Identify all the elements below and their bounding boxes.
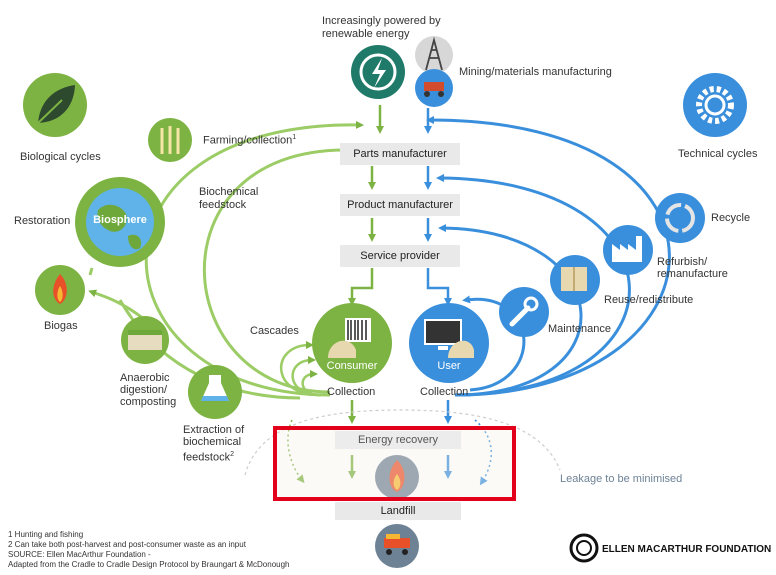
- anaerobic-line3: composting: [120, 396, 177, 408]
- user-label: User: [437, 360, 461, 372]
- fire-icon: [375, 455, 419, 499]
- leaf-icon: [23, 73, 87, 137]
- service-provider-box: Service provider: [340, 245, 460, 267]
- biosphere-label: Biosphere: [93, 214, 147, 226]
- flask-icon: [188, 365, 242, 419]
- footnote-1: 1 Hunting and fishing: [8, 530, 84, 539]
- technical-cycles-label: Technical cycles: [678, 148, 758, 160]
- footnote-adapted: Adapted from the Cradle to Cradle Design…: [8, 560, 290, 569]
- compost-icon: [121, 316, 169, 364]
- renewable-energy-icon: [351, 45, 405, 99]
- cascades-label: Cascades: [250, 325, 299, 337]
- blue-loop-maintenance: [462, 295, 526, 392]
- wrench-icon: [499, 287, 549, 337]
- refurbish-line2: remanufacture: [657, 268, 728, 280]
- anaerobic-line1: Anaerobic: [120, 372, 170, 384]
- cascade-arc-3: [301, 370, 321, 397]
- parts-manufacturer-box: Parts manufacturer: [340, 143, 460, 165]
- flame-icon: [35, 265, 85, 315]
- landfill-box: Landfill: [335, 502, 461, 520]
- mining-label: Mining/materials manufacturing: [459, 66, 612, 78]
- extraction-line3: feedstock2: [183, 451, 234, 464]
- maintenance-label: Maintenance: [548, 323, 611, 335]
- mining-truck-icon: [415, 69, 453, 107]
- energy-recovery-box: Energy recovery: [335, 431, 461, 449]
- ellen-macarthur-logo-icon: [569, 533, 599, 563]
- reuse-label: Reuse/redistribute: [604, 294, 694, 306]
- footnote-source: SOURCE: Ellen MacArthur Foundation -: [8, 550, 151, 559]
- bio-to-biogas: [88, 289, 146, 322]
- bio-to-biosphere: [88, 267, 94, 276]
- blue-loop-refurbish: [436, 174, 631, 397]
- renewable-label-line2: renewable energy: [322, 28, 410, 40]
- biogas-label: Biogas: [44, 320, 78, 332]
- restoration-label: Restoration: [14, 215, 71, 227]
- leakage-green-dots: [287, 419, 305, 484]
- landfill-truck-icon: [375, 524, 419, 568]
- footnote-2: 2 Can take both post-harvest and post-co…: [8, 540, 246, 549]
- collection-right-label: Collection: [420, 386, 469, 398]
- anaerobic-line2: digestion/: [120, 384, 168, 396]
- consumer-label: Consumer: [326, 360, 378, 372]
- box-icon: [550, 255, 600, 305]
- factory-icon: [603, 225, 653, 275]
- farming-collection-label: Farming/collection1: [203, 134, 297, 147]
- green-inner-loop: [203, 146, 349, 394]
- product-manufacturer-box: Product manufacturer: [340, 194, 460, 216]
- biochemical-feedstock-line1: Biochemical: [199, 186, 259, 198]
- recycle-label: Recycle: [711, 212, 751, 224]
- gear-icon: [683, 73, 747, 137]
- blue-loop-recycle: [426, 116, 671, 397]
- blue-loop-reuse: [438, 224, 583, 397]
- collection-left-label: Collection: [327, 386, 376, 398]
- wheat-icon: [148, 118, 192, 162]
- logo-text: ELLEN MACARTHUR FOUNDATION: [602, 544, 772, 555]
- extraction-line1: Extraction of: [183, 424, 245, 436]
- leakage-arc: [244, 409, 561, 476]
- extraction-line2: biochemical: [183, 436, 242, 448]
- biological-cycles-label: Biological cycles: [20, 151, 101, 163]
- leakage-label: Leakage to be minimised: [560, 473, 683, 485]
- renewable-label-line1: Increasingly powered by: [322, 15, 441, 27]
- refurbish-line1: Refurbish/: [657, 256, 708, 268]
- recycle-icon: [655, 193, 705, 243]
- biochemical-feedstock-line2: feedstock: [199, 199, 247, 211]
